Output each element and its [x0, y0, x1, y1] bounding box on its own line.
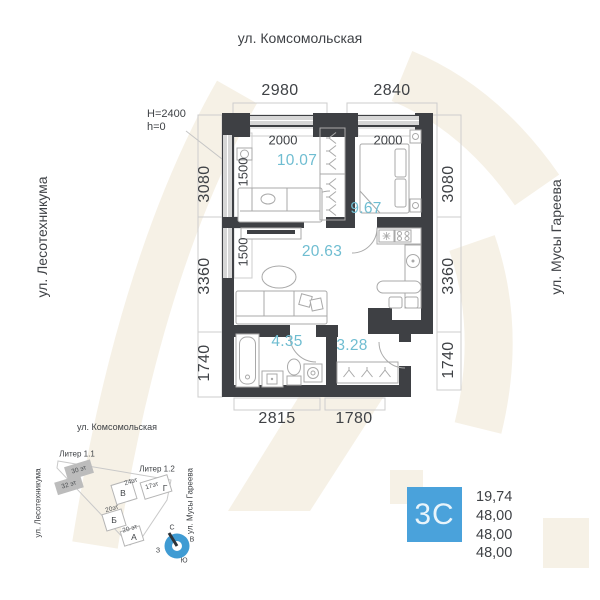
- value-area-3: 48,00: [476, 545, 513, 562]
- stove: [394, 229, 412, 243]
- area-room: 10.07: [276, 152, 318, 169]
- compass-east-label: В: [189, 536, 195, 544]
- apartment-type-label: 3С: [414, 497, 455, 531]
- dim-right-3: 1740: [440, 341, 457, 379]
- area-hallway: 3.28: [336, 337, 368, 354]
- dim-inner-1500a: 1500: [235, 157, 251, 187]
- wardrobe-cell: [319, 173, 346, 221]
- pillow: [394, 178, 407, 208]
- site-outline: [56, 460, 172, 546]
- tv: [247, 230, 295, 234]
- dim-right-1: 3080: [440, 165, 457, 203]
- dim-top-2: 2840: [373, 82, 411, 99]
- watermark-band-right: [449, 235, 513, 434]
- side-table: [236, 147, 253, 161]
- dim-left-3: 1740: [196, 344, 213, 382]
- washing-machine: [303, 363, 323, 383]
- compass: [164, 532, 190, 559]
- nightstand: [409, 198, 422, 213]
- building-a: [119, 525, 145, 547]
- minimap-bldg-v-letter: В: [120, 488, 126, 498]
- minimap-bldg-a-letter: А: [131, 532, 137, 542]
- furniture: [235, 127, 422, 388]
- building-b: [101, 508, 127, 532]
- coffee-table: [261, 265, 297, 289]
- minimap-liter-1: Литер 1.1: [59, 449, 95, 459]
- minimap-bldg-g-letter: Г: [162, 483, 168, 493]
- apartment-values: 19,74 48,00 48,00 48,00: [476, 488, 512, 563]
- dim-right-2: 3360: [440, 257, 457, 295]
- building-32: [54, 474, 84, 496]
- minimap-street-left: ул. Лесотехникума: [33, 468, 43, 538]
- compass-south-label: Ю: [180, 557, 188, 565]
- compass-needle: [167, 532, 179, 547]
- compass-north-label: С: [169, 524, 175, 532]
- dim-top-1: 2980: [261, 82, 299, 99]
- building-g: [139, 474, 173, 500]
- area-bedroom: 9.67: [350, 200, 382, 217]
- minimap-street-top: ул. Комсомольская: [76, 422, 158, 432]
- round-sink: [406, 254, 420, 268]
- street-top: ул. Комсомольская: [237, 30, 363, 46]
- street-left: ул. Лесотехникума: [34, 176, 50, 298]
- bar-counter: [376, 280, 422, 294]
- cushion: [309, 297, 324, 312]
- dim-left-1: 3080: [196, 165, 213, 203]
- building-30: [64, 459, 94, 481]
- minimap: [54, 459, 190, 559]
- minimap-street-right: ул. Мусы Гареева: [185, 468, 195, 534]
- value-living-area: 19,74: [476, 489, 513, 505]
- door-bedroom: [351, 227, 378, 254]
- area-bathroom: 4.35: [271, 333, 303, 350]
- watermark-arc-topright: [391, 51, 560, 206]
- area-living-kitchen: 20.63: [301, 243, 343, 260]
- nightstand: [409, 129, 422, 144]
- value-area-2: 48,00: [476, 526, 513, 543]
- watermark-block-2: [543, 518, 589, 568]
- dim-bottom-1: 2815: [258, 410, 296, 427]
- height-note-line1: H=2400: [147, 108, 186, 120]
- building-v: [110, 478, 138, 506]
- height-note-line2: h=0: [147, 121, 166, 133]
- dim-inner-1500b: 1500: [235, 237, 251, 267]
- stool: [404, 296, 419, 309]
- windows: [223, 116, 419, 278]
- toilet: [287, 358, 301, 376]
- dim-left-2: 3360: [196, 257, 213, 295]
- compass-west-label: З: [155, 547, 161, 555]
- minimap-bldg-b-letter: Б: [111, 515, 117, 525]
- bathtub: [235, 333, 260, 388]
- dim-inner-2000b: 2000: [373, 132, 403, 148]
- apartment-type-badge: 3С: [407, 487, 462, 542]
- street-right: ул. Мусы Гареева: [548, 179, 564, 295]
- dim-inner-2000a: 2000: [268, 132, 298, 148]
- toilet-tank: [286, 375, 302, 386]
- hall-wardrobe: [336, 361, 399, 384]
- door-entry: [378, 341, 406, 369]
- minimap-liter-2: Литер 1.2: [139, 464, 175, 474]
- door-bathroom: [289, 335, 317, 363]
- sofa-room: [237, 187, 323, 223]
- dim-bottom-2: 1780: [335, 410, 373, 427]
- pillow: [394, 148, 407, 178]
- value-area-1: 48,00: [476, 507, 513, 524]
- watermark-diagonal: [228, 390, 388, 511]
- stool: [388, 296, 403, 309]
